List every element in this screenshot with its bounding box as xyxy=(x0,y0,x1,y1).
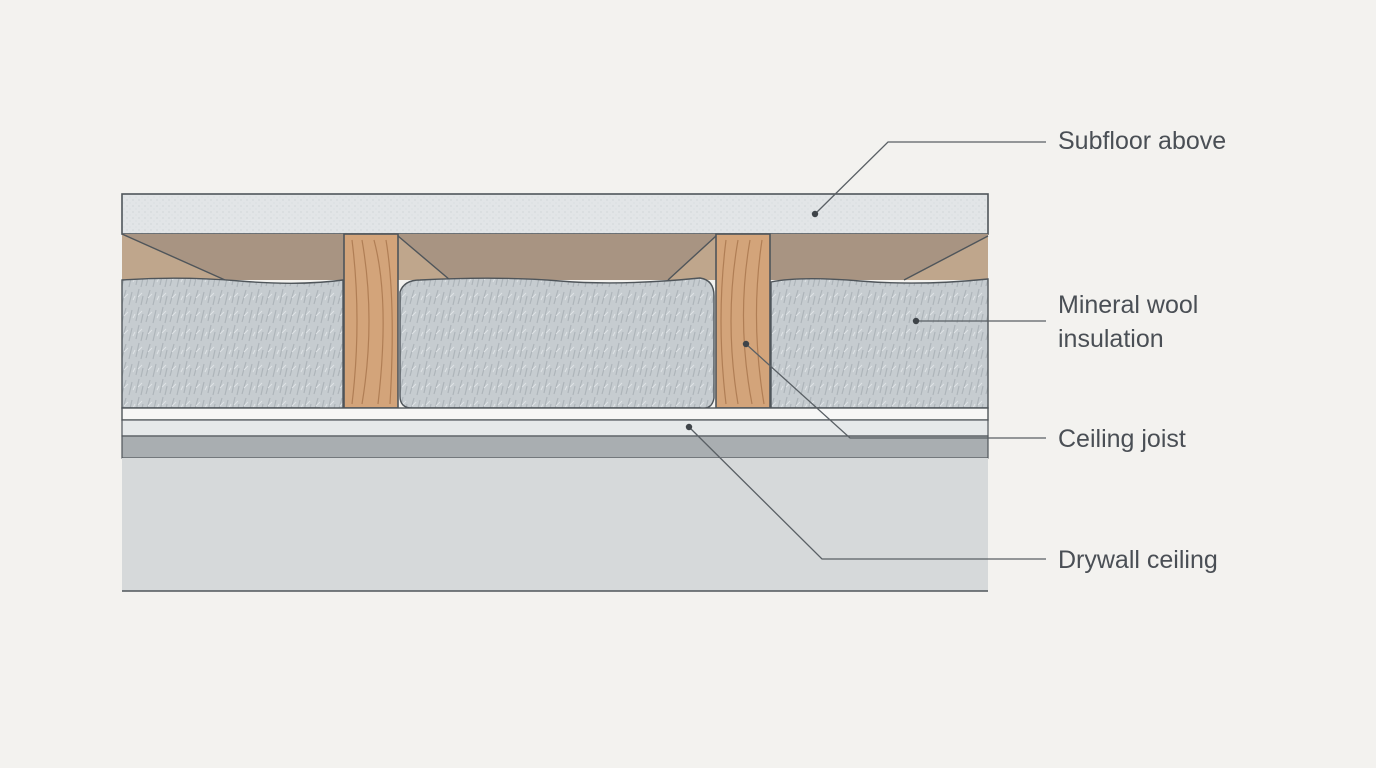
leader-dot-wool xyxy=(912,317,920,325)
insulation-batt xyxy=(399,277,715,409)
drywall-edge xyxy=(121,435,989,459)
insulation-batt xyxy=(121,277,344,410)
insulation-batt xyxy=(770,278,989,409)
label-drywall-ceiling: Drywall ceiling xyxy=(1058,546,1218,574)
label-ceiling-joist: Ceiling joist xyxy=(1058,425,1186,453)
leader-dots xyxy=(685,210,920,431)
label-mineral-wool: Mineral wool insulation xyxy=(1058,291,1199,353)
ceiling-joist xyxy=(343,233,399,409)
leader-dot-drywall xyxy=(685,423,693,431)
insulation-batts xyxy=(121,277,989,410)
subfloor-layer xyxy=(121,193,989,235)
cavity-band xyxy=(121,233,989,281)
leader-subfloor xyxy=(814,141,1046,215)
vapor-strip xyxy=(121,407,989,421)
leader-joist xyxy=(745,343,1046,439)
leader-drywall xyxy=(688,426,1046,560)
leader-lines xyxy=(688,141,1046,560)
label-subfloor: Subfloor above xyxy=(1058,127,1227,155)
leader-dot-subfloor xyxy=(811,210,819,218)
ceiling-joist xyxy=(715,233,771,409)
leader-dot-joist xyxy=(742,340,750,348)
furring-layer xyxy=(121,419,989,437)
drywall-layer xyxy=(122,458,988,591)
